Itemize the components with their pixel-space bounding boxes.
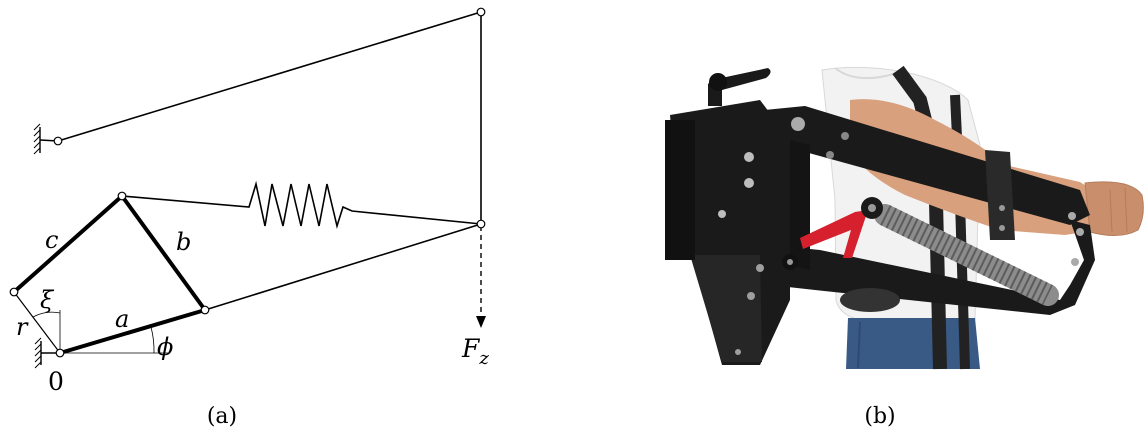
upper-ground-support xyxy=(33,123,59,155)
link-b xyxy=(120,194,207,312)
force-arrow-head xyxy=(476,316,486,328)
label-phi: ϕ xyxy=(157,333,173,361)
joint-top-right xyxy=(476,7,486,17)
exo-front-plate xyxy=(790,140,810,270)
label-origin: 0 xyxy=(48,367,64,396)
link-r xyxy=(13,291,61,354)
joint-origin xyxy=(55,348,65,358)
spring xyxy=(121,180,482,229)
label-c: c xyxy=(45,226,58,254)
exo-hip-pad xyxy=(840,288,900,312)
joint-cr xyxy=(9,287,19,297)
exo-back-mount xyxy=(665,68,790,365)
exo-adjust-knob xyxy=(708,68,771,106)
upper-link xyxy=(57,11,482,142)
person-fist xyxy=(1084,181,1144,236)
exo-spring xyxy=(874,204,1059,306)
joint-upper-ground xyxy=(53,136,63,146)
xi-angle-arc xyxy=(32,311,61,318)
label-b: b xyxy=(176,228,191,256)
joint-bc xyxy=(117,191,127,201)
person-neck xyxy=(834,67,901,80)
exo-forearm-clamp xyxy=(985,150,1015,240)
phi-angle-arc xyxy=(150,326,155,354)
label-force-subscript: z xyxy=(478,348,489,369)
label-a: a xyxy=(115,305,129,333)
origin-ground-support xyxy=(34,337,59,369)
link-a xyxy=(59,308,206,355)
panel-a-diagram: c b a r ξ ϕ 0 Fz (a) xyxy=(9,7,489,429)
caption-a: (a) xyxy=(207,404,237,429)
label-r: r xyxy=(16,313,29,341)
joint-spring-end xyxy=(476,219,486,229)
lower-link xyxy=(204,223,482,311)
caption-b: (b) xyxy=(864,404,895,429)
label-force: Fz xyxy=(461,334,489,369)
exo-red-link xyxy=(800,210,868,258)
joint-ab xyxy=(200,305,210,315)
label-xi: ξ xyxy=(40,286,55,314)
link-c xyxy=(12,194,124,294)
panel-b-photo: (b) xyxy=(665,65,1144,429)
